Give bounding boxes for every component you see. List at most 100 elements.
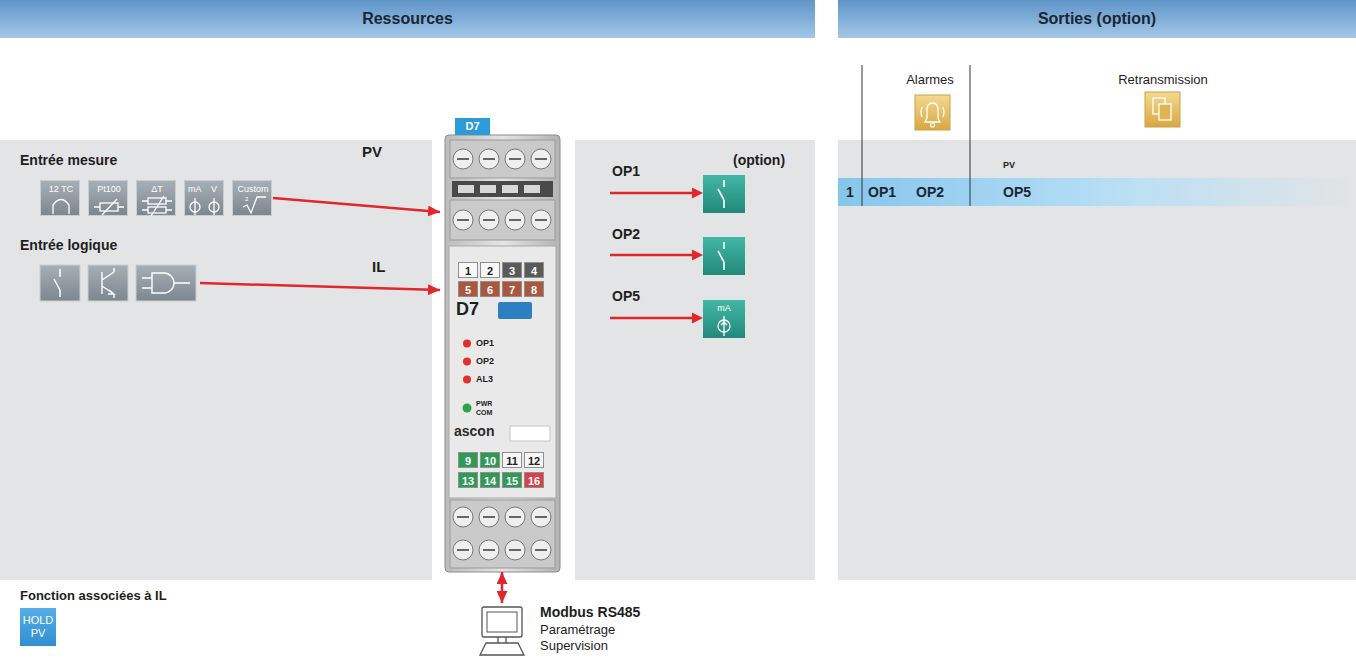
supervision-pc: Modbus RS485ParamétrageSupervision	[478, 603, 668, 659]
label-text: 2	[487, 265, 493, 277]
label-text: OP5	[612, 288, 640, 304]
drawing-part	[703, 237, 745, 275]
text-slot: Alarmes	[900, 72, 960, 87]
label-text: AL3	[476, 374, 493, 384]
drawing-part	[453, 540, 473, 560]
drawing-part	[703, 175, 745, 213]
drawing-part	[531, 507, 551, 527]
text-slot: 12 TC	[41, 184, 81, 194]
node-text: 2	[245, 196, 248, 202]
node-text: 1	[846, 184, 854, 200]
text-slot: OP1	[868, 184, 896, 200]
text-slot: ascon	[454, 423, 494, 439]
drawing-part	[498, 302, 532, 319]
text-slot: D7	[456, 299, 479, 320]
text-slot: AL3	[476, 374, 493, 384]
text-slot: (option)	[733, 152, 785, 168]
node-text: mA	[717, 303, 731, 313]
drawing-part	[151, 196, 164, 216]
node-graphic	[838, 140, 1356, 580]
text-slot: Sorties (option)	[838, 10, 1356, 28]
text-slot: OP2	[916, 184, 944, 200]
text-slot: 8	[524, 281, 544, 297]
text-slot: OP2	[612, 226, 640, 242]
label-text: 12	[528, 455, 540, 467]
drawing-part	[524, 185, 540, 193]
text-slot: 1	[458, 262, 478, 278]
node-text: (option)	[733, 152, 785, 168]
text-slot: 4	[524, 262, 544, 278]
drawing-part	[480, 185, 496, 193]
drawing-part	[931, 123, 935, 127]
text-slot: D7	[455, 118, 490, 135]
drawing-part	[510, 426, 550, 441]
drawing-part	[718, 180, 724, 208]
drawing-part	[194, 198, 195, 215]
drawing-part	[142, 201, 172, 210]
label-text: PV	[1003, 160, 1015, 170]
drawing-part	[53, 200, 69, 215]
drawing-part	[1145, 92, 1180, 127]
signal-arrow	[501, 572, 504, 603]
output-panel: (option) mA	[575, 140, 815, 580]
drawing-part	[450, 140, 555, 178]
drawing-part	[40, 265, 80, 301]
label-text: 10	[484, 455, 496, 467]
drawing-part	[531, 210, 551, 230]
drawing-part	[463, 376, 471, 384]
text-slot: 11	[502, 452, 522, 468]
drawing-part	[479, 507, 499, 527]
sensor-icon: Custom2	[232, 180, 272, 216]
label-text: OP2	[476, 356, 494, 366]
label-text: 11	[506, 455, 518, 467]
drawing-part	[243, 197, 266, 213]
node-text: Alarmes	[906, 72, 954, 87]
text-slot: HOLD PV	[20, 614, 56, 640]
text-slot: OP5	[612, 288, 640, 304]
edge-label: PV	[362, 143, 382, 160]
label-text: 15	[506, 475, 518, 487]
node-text: Ressources	[362, 10, 453, 27]
sensor-icon: mAV	[184, 180, 224, 216]
label-text: 5	[465, 284, 471, 296]
node-text: OP2	[916, 184, 944, 200]
drawing-part	[453, 210, 473, 230]
drawing-part	[479, 210, 499, 230]
node-text: Entrée logique	[20, 237, 117, 253]
drawing-part	[505, 507, 525, 527]
drawing-part	[148, 198, 166, 204]
drawing-part	[921, 103, 944, 122]
drawing-part	[54, 269, 60, 297]
node-text: OP5	[1003, 184, 1031, 200]
text-slot: 2	[245, 196, 248, 202]
section-header: Sorties (option)	[838, 0, 1356, 38]
label-text: 8	[531, 284, 537, 296]
drawing-part	[479, 540, 499, 560]
label-text: ascon	[454, 423, 494, 439]
drawing-part	[88, 265, 128, 301]
node-text: Paramétrage	[540, 622, 615, 637]
drawing-part	[721, 316, 727, 336]
drawing-part	[487, 612, 517, 632]
node-text: Supervision	[540, 638, 608, 653]
node-text: Sorties (option)	[1038, 10, 1156, 27]
sensor-icon: Pt100	[88, 180, 128, 216]
text-slot: V	[211, 184, 217, 194]
label-text: 3	[509, 265, 515, 277]
text-slot: IL	[372, 258, 385, 275]
sensor-icon: ΔT	[136, 180, 176, 216]
drawing-part	[531, 540, 551, 560]
label-text: D7	[456, 299, 479, 319]
text-slot: PWR	[476, 400, 492, 407]
drawing-part	[915, 95, 950, 130]
label-text: 14	[484, 475, 496, 487]
drawing-part	[453, 507, 473, 527]
node-text: Pt100	[97, 184, 121, 194]
drawing-part	[505, 540, 525, 560]
drawing-part	[213, 198, 214, 215]
drawing-part	[718, 242, 724, 270]
drawing-part	[450, 500, 555, 568]
text-slot: OP1	[612, 163, 640, 179]
